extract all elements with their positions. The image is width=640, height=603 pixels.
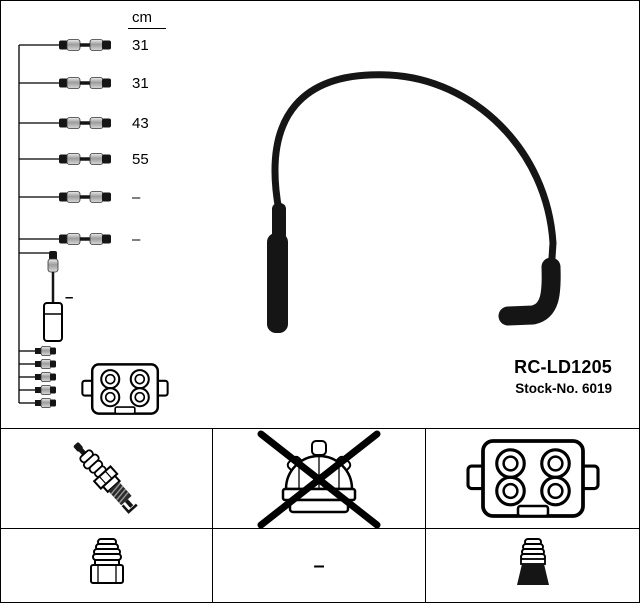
cable-length-value: 31 bbox=[132, 75, 149, 92]
product-reference: RC-LD1205 bbox=[514, 357, 612, 377]
cable-length-value: 31 bbox=[132, 37, 149, 54]
legend-cell-distributor-cap bbox=[213, 429, 426, 529]
sensor-cable-icon bbox=[43, 251, 63, 342]
unit-label: cm bbox=[132, 9, 152, 26]
ignition-cable-icons bbox=[57, 37, 113, 247]
legend-cell-spark-plug bbox=[1, 429, 213, 529]
cable-length-value: – bbox=[132, 231, 141, 248]
application-legend-table: – bbox=[1, 428, 639, 602]
plug-boot-icon bbox=[89, 537, 124, 584]
ignition-coil-pack-icon bbox=[465, 439, 600, 518]
legend-cell-coil-pack bbox=[426, 429, 639, 529]
main-ignition-cable-icon bbox=[267, 71, 561, 333]
legend-dash: – bbox=[313, 555, 325, 577]
legend-cell-coil-boot bbox=[426, 529, 639, 602]
mini-connector-icons bbox=[34, 346, 57, 408]
ignition-coil-pack-icon bbox=[81, 363, 169, 415]
coil-boot-icon bbox=[516, 537, 549, 585]
sensor-length-value: – bbox=[65, 289, 74, 306]
stock-number: Stock-No. 6019 bbox=[515, 381, 612, 396]
unit-underline bbox=[128, 28, 166, 29]
cable-length-value: – bbox=[132, 189, 141, 206]
distributor-cap-crossed-out-icon bbox=[257, 430, 381, 528]
legend-cell-plug-boot bbox=[1, 529, 213, 602]
spark-plug-icon bbox=[73, 442, 138, 514]
product-info: RC-LD1205 Stock-No. 6019 bbox=[514, 357, 612, 396]
cable-length-value: 43 bbox=[132, 115, 149, 132]
wiring-harness bbox=[18, 44, 59, 404]
cross-out-mark bbox=[257, 430, 381, 528]
wiring-diagram bbox=[18, 37, 561, 415]
legend-cell-dash: – bbox=[213, 529, 426, 602]
cable-length-value: 55 bbox=[132, 151, 149, 168]
